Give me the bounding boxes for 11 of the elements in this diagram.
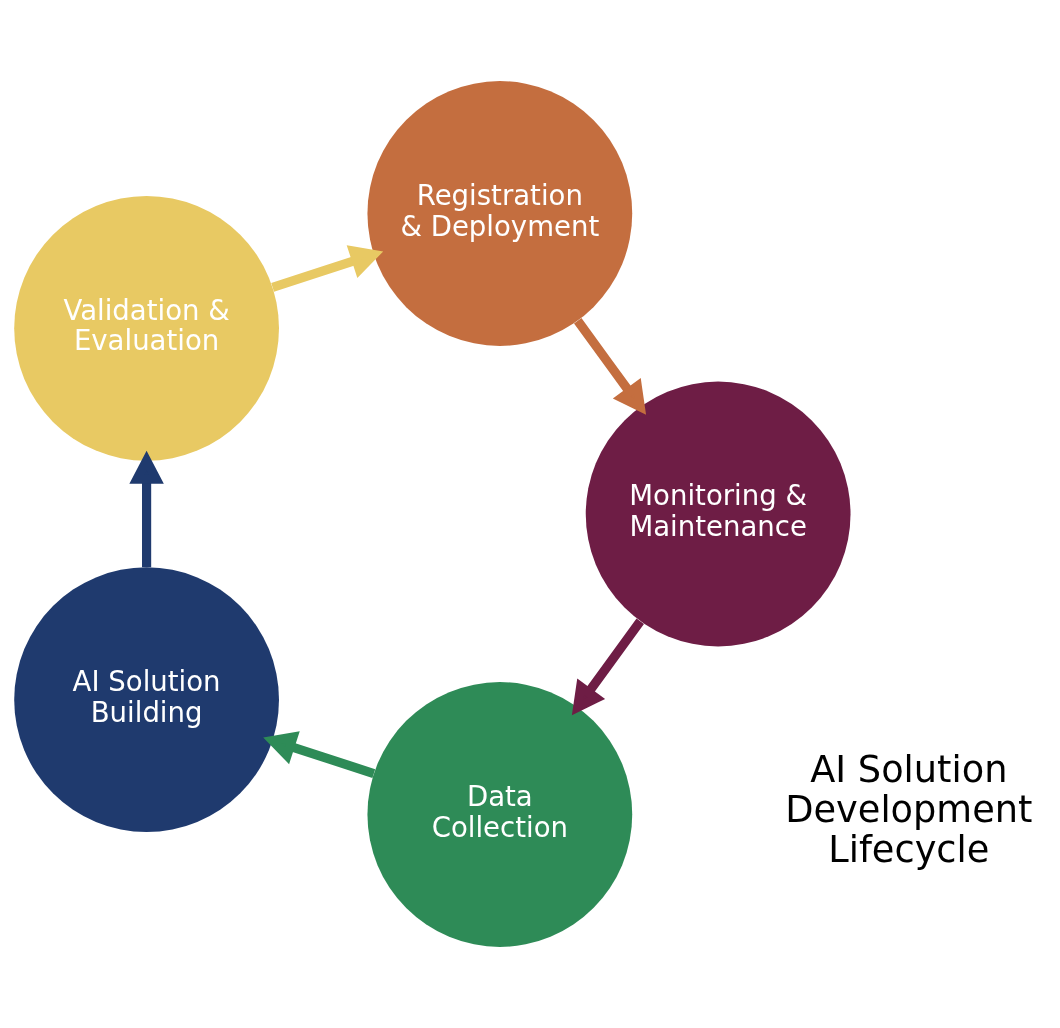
node-circle: Monitoring & Maintenance <box>585 381 851 647</box>
arrow <box>571 618 644 716</box>
node-circle: Data Collection <box>367 682 633 947</box>
node-circle: AI Solution Building <box>14 567 279 833</box>
arrow <box>574 318 647 415</box>
arrow <box>271 245 384 292</box>
arrow <box>263 731 376 778</box>
node-circle: Validation & Evaluation <box>14 195 279 461</box>
arrow <box>129 450 164 568</box>
node-circle: Registration & Deployment <box>367 81 633 346</box>
label: AI Solution Development Lifecycle <box>785 748 1033 871</box>
